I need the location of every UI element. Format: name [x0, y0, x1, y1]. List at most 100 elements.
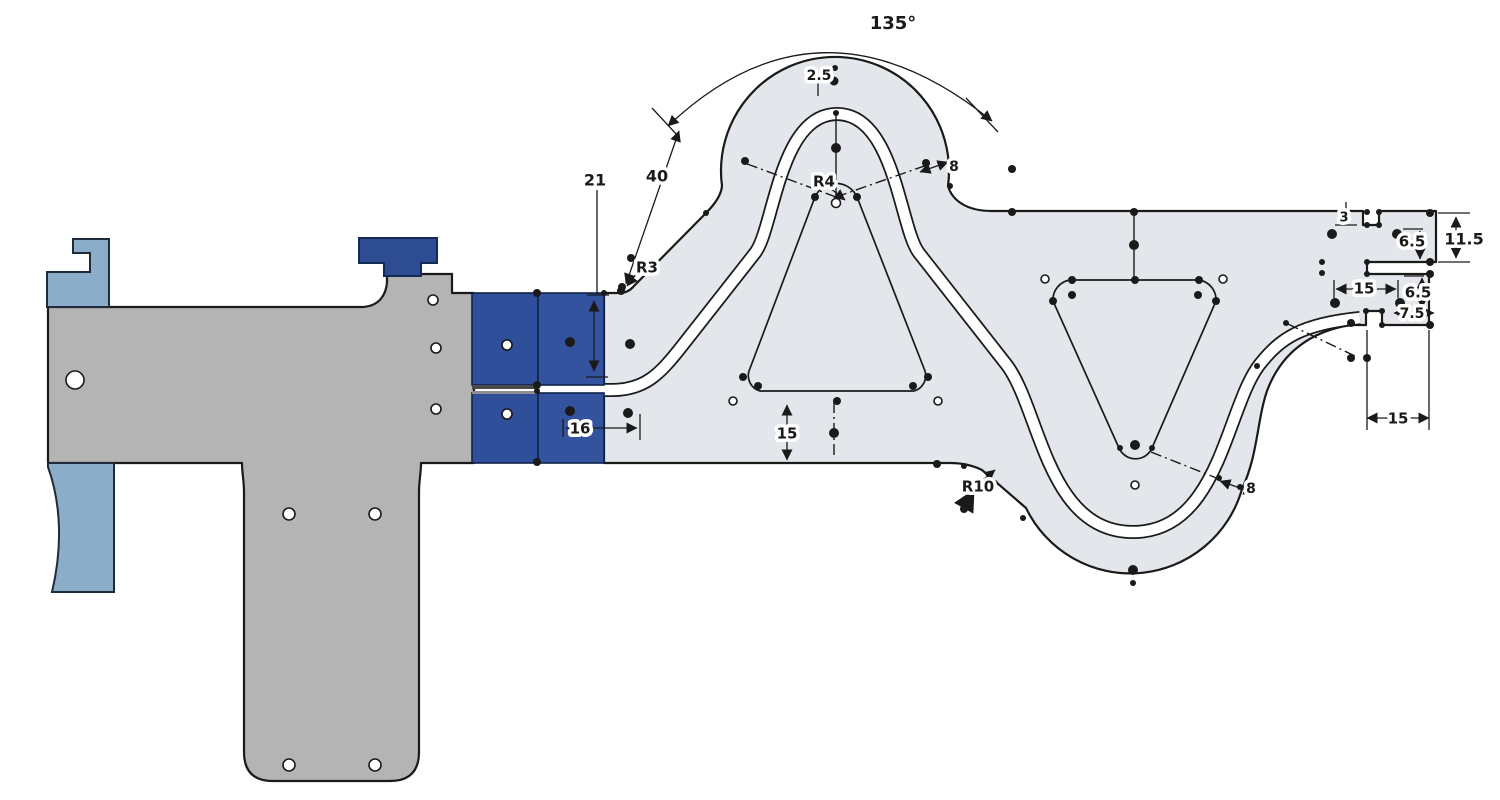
clamp-body[interactable] [46, 272, 476, 783]
sketch-point[interactable] [992, 480, 998, 486]
hole[interactable] [430, 403, 442, 415]
dim-label-dim-8-low[interactable]: 8 [1243, 478, 1260, 501]
dim-line-8-top[interactable] [919, 160, 949, 174]
dim-label-rad-r10[interactable]: R10 [958, 474, 997, 499]
sketch-point-open[interactable] [1130, 480, 1140, 490]
sketch-point[interactable] [1426, 209, 1434, 217]
sketch-point[interactable] [754, 382, 762, 390]
dim-label-dim-16[interactable]: 16 [566, 416, 594, 441]
dim-leader-r3[interactable] [626, 264, 644, 287]
sketch-point[interactable] [1194, 291, 1202, 299]
sketch-point[interactable] [811, 193, 819, 201]
dim-label-dim-6-5-top[interactable]: 6.5 [1395, 229, 1429, 254]
centerline-dashdot[interactable] [741, 161, 837, 198]
sketch-point[interactable] [1364, 271, 1370, 277]
centerline-dashdot[interactable] [1287, 323, 1358, 358]
sketch-point[interactable] [831, 143, 841, 153]
sketch-point[interactable] [625, 339, 635, 349]
sketch-point[interactable] [1049, 297, 1057, 305]
sketch-point[interactable] [1364, 259, 1370, 265]
sketch-point[interactable] [533, 289, 541, 297]
dim-leader-r10[interactable] [977, 469, 996, 485]
centerline-dashdot[interactable] [1150, 451, 1220, 480]
sketch-point[interactable] [1364, 209, 1370, 215]
sketch-point[interactable] [961, 463, 967, 469]
sketch-point[interactable] [1395, 298, 1405, 308]
sketch-point[interactable] [1237, 484, 1243, 490]
sketch-point[interactable] [1426, 270, 1434, 278]
sketch-point-open[interactable] [728, 396, 738, 406]
sketch-point[interactable] [1426, 258, 1434, 266]
sketch-point-open[interactable] [501, 408, 513, 420]
sketch-point[interactable] [833, 397, 841, 405]
sketch-point[interactable] [947, 183, 953, 189]
sketch-point[interactable] [1379, 308, 1385, 314]
sketch-point[interactable] [567, 407, 573, 413]
sketch-point[interactable] [1129, 240, 1139, 250]
sketch-point[interactable] [1363, 354, 1371, 362]
sketch-point[interactable] [1363, 308, 1369, 314]
sketch-point[interactable] [1327, 229, 1337, 239]
sketch-point[interactable] [1319, 270, 1325, 276]
sketch-point-open[interactable] [501, 339, 513, 351]
sketch-point[interactable] [1347, 354, 1355, 362]
sketch-point[interactable] [1319, 259, 1325, 265]
sketch-point[interactable] [1130, 208, 1138, 216]
sketch-point[interactable] [832, 65, 838, 71]
sketch-point[interactable] [924, 373, 932, 381]
sketch-point[interactable] [1376, 222, 1382, 228]
sketch-point-open[interactable] [1218, 274, 1228, 284]
sketch-point[interactable] [1347, 319, 1355, 327]
sketch-point[interactable] [1020, 515, 1026, 521]
knob-part[interactable] [358, 237, 438, 277]
dim-label-dim-40[interactable]: 40 [642, 163, 671, 189]
dim-label-rad-r4[interactable]: R4 [810, 169, 839, 194]
sketch-point[interactable] [1364, 222, 1370, 228]
dim-label-dim-15-mid[interactable]: 15 [773, 421, 801, 446]
dim-label-angle-135[interactable]: 135° [866, 10, 920, 38]
sketch-point[interactable] [1212, 297, 1220, 305]
sketch-point[interactable] [1131, 276, 1139, 284]
dim-arc-135[interactable] [667, 52, 993, 127]
dim-label-dim-7-5[interactable]: 7.5 [1396, 303, 1428, 326]
sketch-point[interactable] [627, 254, 635, 262]
clip-part-top[interactable] [46, 238, 110, 308]
dim-label-dim-2-5[interactable]: 2.5 [803, 65, 835, 88]
sketch-point[interactable] [1130, 440, 1140, 450]
sketch-point[interactable] [1376, 209, 1382, 215]
sketch-point[interactable] [601, 290, 607, 296]
sketch-point[interactable] [829, 76, 839, 86]
dim-leader-r10-tail[interactable] [954, 489, 976, 514]
sketch-point[interactable] [1117, 445, 1123, 451]
construction-lines[interactable] [741, 113, 1358, 480]
clip-part-bottom[interactable] [47, 462, 115, 593]
sketch-point[interactable] [1426, 321, 1434, 329]
dim-label-dim-8-top[interactable]: 8 [946, 156, 963, 179]
dim-label-dim-21[interactable]: 21 [580, 167, 609, 193]
sketch-profile-outer[interactable] [602, 55, 1438, 575]
hole[interactable] [427, 294, 439, 306]
sketch-point[interactable] [1216, 475, 1222, 481]
dim-label-dim-3[interactable]: 3 [1336, 207, 1352, 229]
sketch-point[interactable] [703, 210, 709, 216]
sketch-point[interactable] [533, 458, 541, 466]
sketch-point-open[interactable] [1040, 274, 1050, 284]
sketch-point-open[interactable] [830, 197, 842, 209]
sketch-point[interactable] [1254, 363, 1260, 369]
blue-block[interactable] [471, 392, 539, 464]
sketch-point[interactable] [1008, 165, 1016, 173]
sketch-point[interactable] [739, 373, 747, 381]
sketch-point[interactable] [618, 283, 626, 291]
pocket-triangle-right[interactable] [1052, 279, 1217, 460]
sketch-point[interactable] [1392, 229, 1402, 239]
sketch-point[interactable] [909, 382, 917, 390]
sketch-point[interactable] [1130, 580, 1136, 586]
sketch-point[interactable] [741, 157, 749, 165]
sketch-point[interactable] [1008, 208, 1016, 216]
sketch-point[interactable] [1379, 322, 1385, 328]
dim-label-dim-15-br[interactable]: 15 [1384, 406, 1412, 431]
dim-label-rad-r3[interactable]: R3 [633, 255, 662, 280]
dim-label-dim-11-5[interactable]: 11.5 [1441, 226, 1487, 252]
sketch-point[interactable] [960, 505, 968, 513]
sketch-point[interactable] [853, 193, 861, 201]
